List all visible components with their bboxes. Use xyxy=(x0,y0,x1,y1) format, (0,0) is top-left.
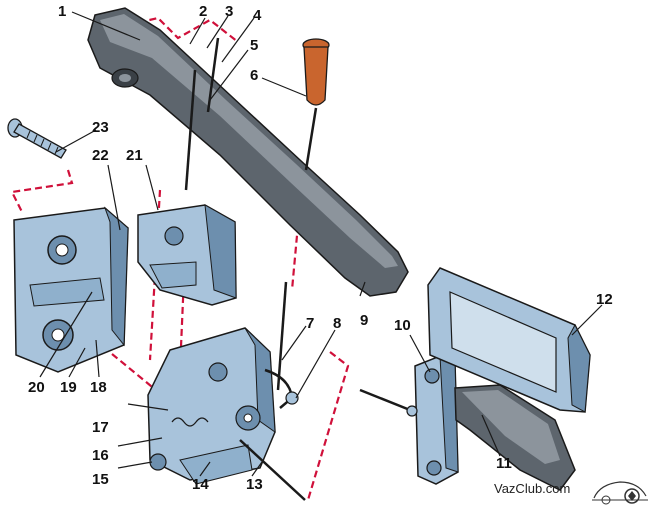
callout-label-2: 2 xyxy=(199,3,208,20)
callout-label-21: 21 xyxy=(126,147,143,164)
lock-mechanism xyxy=(147,327,306,501)
callout-label-9: 9 xyxy=(360,312,369,329)
callout-label-12: 12 xyxy=(596,291,613,308)
callout-label-13: 13 xyxy=(246,476,263,493)
watermark-text: VazClub.com xyxy=(494,481,571,496)
callout-label-7: 7 xyxy=(306,315,315,332)
callout-label-6: 6 xyxy=(250,67,259,84)
cover-part-21 xyxy=(137,204,237,306)
watermark: VazClub.com xyxy=(494,481,570,496)
callout-label-14: 14 xyxy=(192,476,209,493)
callout-label-3: 3 xyxy=(225,3,234,20)
handle-bezel-part-12 xyxy=(427,267,591,413)
outer-handle-part-9 xyxy=(87,7,409,297)
callout-label-16: 16 xyxy=(92,447,109,464)
callout-label-19: 19 xyxy=(60,379,77,396)
callout-label-20: 20 xyxy=(28,379,45,396)
callout-label-5: 5 xyxy=(250,37,259,54)
callout-label-15: 15 xyxy=(92,471,109,488)
callout-label-8: 8 xyxy=(333,315,342,332)
callout-label-11: 11 xyxy=(496,455,512,472)
leader-lines xyxy=(39,11,603,477)
rod-part-7 xyxy=(276,281,288,391)
inner-handle-part-10-11 xyxy=(359,355,576,491)
callout-label-1: 1 xyxy=(58,3,67,20)
callout-label-23: 23 xyxy=(92,119,109,136)
screw-part-23 xyxy=(7,118,67,159)
lock-knob-part-6 xyxy=(302,38,330,171)
callout-label-4: 4 xyxy=(253,7,262,24)
callout-label-17: 17 xyxy=(92,419,109,436)
car-logo-icon xyxy=(592,481,648,505)
callout-label-10: 10 xyxy=(394,317,411,334)
callout-label-18: 18 xyxy=(90,379,107,396)
lock-body-part-22 xyxy=(13,206,129,373)
callout-label-22: 22 xyxy=(92,147,109,164)
